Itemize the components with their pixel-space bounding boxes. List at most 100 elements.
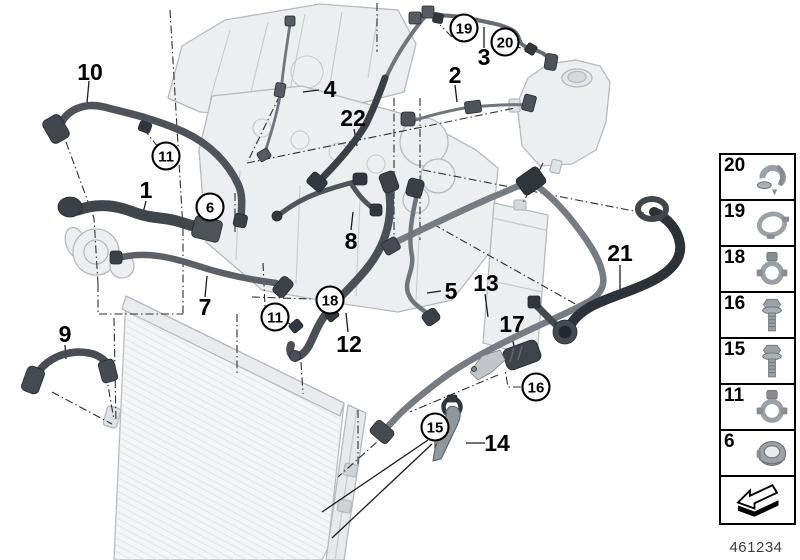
callout-12[interactable]: 12 xyxy=(336,331,362,357)
callout-9[interactable]: 9 xyxy=(59,321,72,347)
hose-1 xyxy=(72,200,208,235)
callout-4[interactable]: 4 xyxy=(324,76,337,102)
legend-item-number: 16 xyxy=(724,293,746,314)
callout-16-circled[interactable]: 16 xyxy=(521,372,551,402)
hose-22 xyxy=(383,12,429,82)
legend-item-number: 20 xyxy=(724,155,746,176)
callout-2[interactable]: 2 xyxy=(449,62,462,88)
direction-arrow-icon xyxy=(725,480,790,519)
callout-number: 16 xyxy=(528,380,545,397)
legend-item-arrow[interactable] xyxy=(721,477,794,523)
callout-number: 11 xyxy=(267,310,283,327)
radiator xyxy=(102,295,367,560)
callout-number: 2 xyxy=(449,62,462,88)
hose-22-lower xyxy=(317,74,389,184)
callout-number: 22 xyxy=(340,105,366,131)
legend-item-number: 18 xyxy=(724,247,746,268)
callout-circle xyxy=(315,285,345,315)
legend-item-18[interactable]: 18 xyxy=(721,247,794,293)
callout-number: 5 xyxy=(445,278,458,304)
callout-number: 4 xyxy=(324,76,337,102)
spring-clamp-icon xyxy=(751,157,793,198)
callout-18-circled[interactable]: 18 xyxy=(315,285,345,315)
legend-item-11[interactable]: 11 xyxy=(721,385,794,431)
callout-circle xyxy=(420,412,450,442)
callout-5[interactable]: 5 xyxy=(445,278,458,304)
callout-21[interactable]: 21 xyxy=(607,240,633,266)
callout-number: 20 xyxy=(497,35,514,52)
legend-item-number: 6 xyxy=(724,431,735,452)
diagram-number: 461234 xyxy=(729,539,783,556)
callout-7[interactable]: 7 xyxy=(199,294,212,320)
callout-15-circled[interactable]: 15 xyxy=(420,412,450,442)
callout-number: 21 xyxy=(607,240,633,266)
hose-7 xyxy=(114,251,280,287)
callout-circle xyxy=(449,13,479,43)
legend-item-number: 15 xyxy=(724,339,746,360)
callout-number: 13 xyxy=(473,270,499,296)
callout-6-circled[interactable]: 6 xyxy=(195,192,225,222)
callout-circle xyxy=(195,192,225,222)
hose-13 xyxy=(380,178,607,434)
coupling-icon xyxy=(751,433,793,474)
fittings xyxy=(21,5,669,462)
legend-item-15[interactable]: 15 xyxy=(721,339,794,385)
callout-20-circled[interactable]: 20 xyxy=(490,27,520,57)
callout-22[interactable]: 22 xyxy=(340,105,366,131)
callout-number: 12 xyxy=(336,331,362,357)
callout-circle xyxy=(521,372,551,402)
callout-17[interactable]: 17 xyxy=(499,311,525,337)
legend-item-number: 19 xyxy=(724,201,746,222)
charge-air-cooler xyxy=(482,199,549,358)
engine-ghost-parts xyxy=(64,3,611,560)
flange-bolt-icon xyxy=(751,341,793,382)
callout-number: 11 xyxy=(158,149,174,166)
callout-number: 10 xyxy=(77,59,103,85)
hose-10 xyxy=(56,101,246,224)
callout-8[interactable]: 8 xyxy=(345,228,358,254)
hose-9 xyxy=(32,348,112,381)
sensor-bracket xyxy=(469,349,506,381)
parts-legend: 20 19 18 16 15 11 6 xyxy=(719,153,796,525)
legend-item-16[interactable]: 16 xyxy=(721,293,794,339)
callout-number: 6 xyxy=(206,200,214,217)
callout-circle xyxy=(260,302,290,332)
callout-number: 19 xyxy=(456,21,473,38)
legend-item-6[interactable]: 6 xyxy=(721,431,794,477)
callout-11-circled[interactable]: 11 xyxy=(151,141,181,171)
callout-circle xyxy=(490,27,520,57)
flange-bolt-icon xyxy=(751,295,793,336)
callout-13[interactable]: 13 xyxy=(473,270,499,296)
legend-item-number: 11 xyxy=(724,385,745,406)
clamp-ring-icon xyxy=(751,203,793,244)
coolant-pump xyxy=(64,226,135,279)
callout-number: 7 xyxy=(199,294,212,320)
callout-14[interactable]: 14 xyxy=(484,430,510,456)
thermostat-housing xyxy=(399,117,456,214)
callout-number: 18 xyxy=(322,293,339,310)
callout-number: 1 xyxy=(140,177,153,203)
callout-11-circled[interactable]: 11 xyxy=(260,302,290,332)
pipe-4 xyxy=(263,22,292,154)
callout-19-circled[interactable]: 19 xyxy=(449,13,479,43)
hose-5 xyxy=(404,191,431,317)
pipe-clamp-icon xyxy=(751,387,793,428)
callout-number: 8 xyxy=(345,228,358,254)
legend-item-20[interactable]: 20 xyxy=(721,155,794,201)
callout-number: 9 xyxy=(59,321,72,347)
callout-circle xyxy=(151,141,181,171)
callout-3[interactable]: 3 xyxy=(478,44,491,70)
callout-1[interactable]: 1 xyxy=(140,177,153,203)
callout-number: 15 xyxy=(427,420,444,437)
legend-item-19[interactable]: 19 xyxy=(721,201,794,247)
pipe-clamp-icon xyxy=(751,249,793,290)
expansion-tank xyxy=(508,59,611,175)
callout-number: 3 xyxy=(478,44,491,70)
sensor-17 xyxy=(502,339,542,371)
hose-8 xyxy=(277,178,361,217)
callout-number: 17 xyxy=(499,311,525,337)
callout-10[interactable]: 10 xyxy=(77,59,103,85)
